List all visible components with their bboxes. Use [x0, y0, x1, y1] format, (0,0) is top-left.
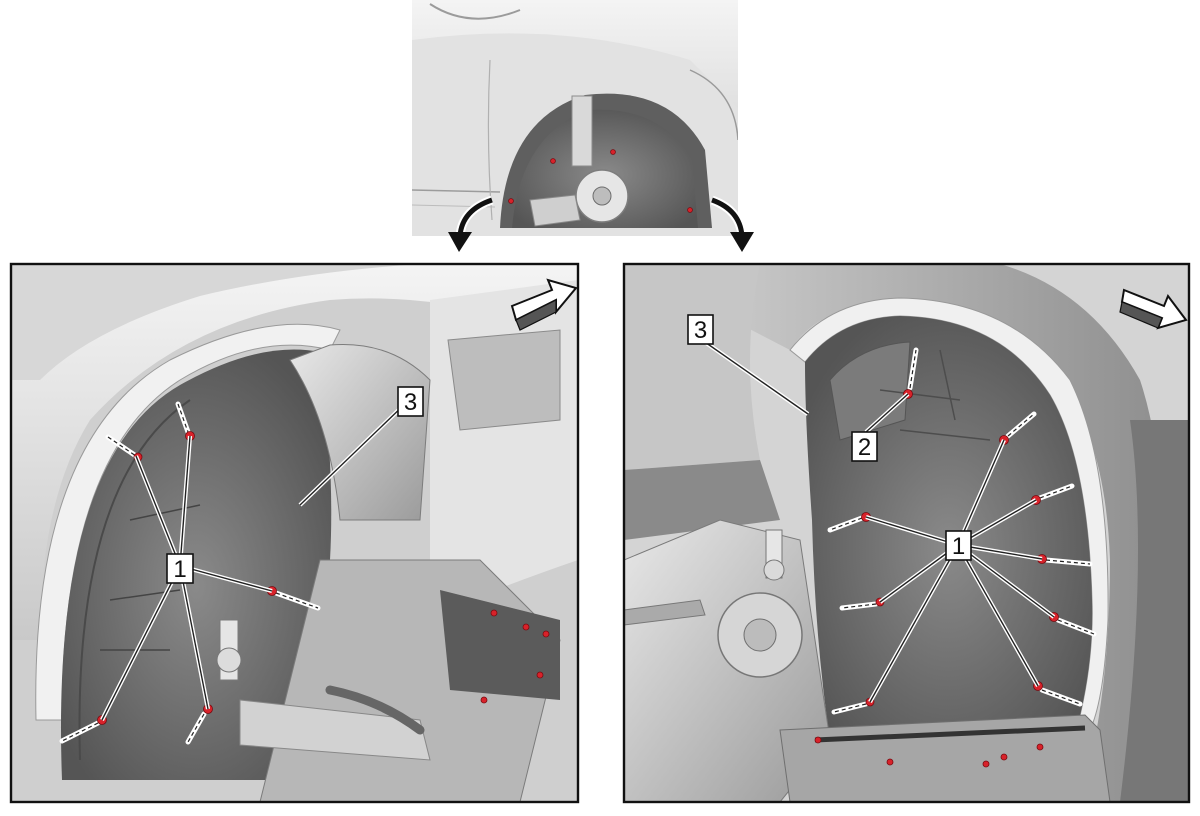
right-panel-frame — [622, 262, 1191, 804]
clip-fastener — [982, 760, 990, 768]
callout-1-label: 1 — [952, 533, 965, 560]
clip-fastener — [522, 623, 530, 631]
clip-fastener — [1000, 753, 1008, 761]
clip-fastener — [886, 758, 894, 766]
left-detail-panel: 1 3 — [9, 262, 580, 804]
callout-2-right: 2 — [851, 431, 878, 462]
callout-1-right: 1 — [945, 530, 972, 561]
clip-fastener — [814, 736, 822, 744]
callout-3-right: 3 — [687, 314, 714, 345]
callout-3-label: 3 — [694, 317, 707, 344]
right-callout-2-leader — [864, 392, 910, 434]
callout-3-label: 3 — [404, 389, 417, 416]
clip-fastener — [490, 609, 498, 617]
curved-arrow-icon — [710, 195, 754, 252]
overview-vehicle-view — [412, 0, 738, 236]
callout-3-left: 3 — [397, 386, 424, 417]
curved-arrow-icon — [448, 195, 494, 252]
callout-2-label: 2 — [858, 434, 871, 461]
callout-1-left: 1 — [166, 553, 194, 584]
right-callout-3-leader — [700, 338, 810, 416]
clip-fastener — [542, 630, 550, 638]
left-callout-1-leaders — [100, 435, 273, 721]
left-callout-3-leader — [298, 399, 410, 507]
callout-1-label: 1 — [173, 556, 186, 583]
clip-fastener — [1031, 483, 1075, 505]
right-callout-1-leaders — [865, 439, 1056, 704]
clip-fastener — [1036, 743, 1044, 751]
clip-fastener — [480, 696, 488, 704]
forward-arrow-icon — [510, 278, 578, 331]
rearward-arrow-icon — [1119, 288, 1188, 330]
left-panel-frame — [9, 262, 580, 804]
right-detail-panel: 1 2 3 — [622, 262, 1191, 804]
clip-fastener — [536, 671, 544, 679]
